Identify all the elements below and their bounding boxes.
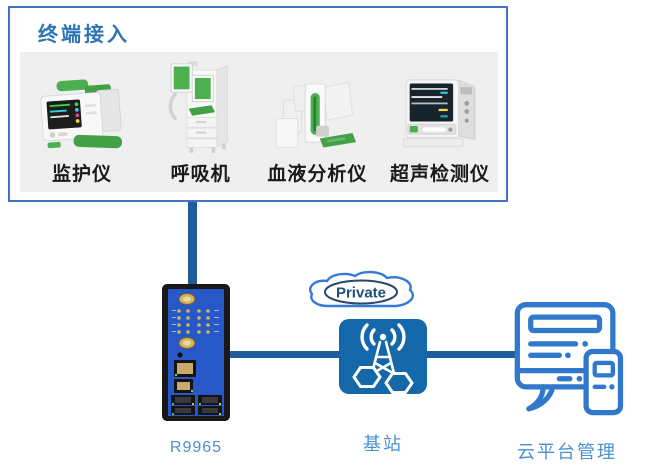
device-label: 监护仪	[51, 164, 112, 185]
device-item-patient-monitor: 监护仪	[30, 75, 134, 190]
connector-router-to-basestation	[229, 351, 339, 358]
cloud-platform-icon	[514, 302, 624, 416]
device-label: 呼吸机	[170, 164, 231, 185]
ultrasound-monitor-icon	[402, 79, 476, 148]
ventilator-icon	[168, 61, 228, 153]
connector-box-to-router	[188, 202, 197, 286]
device-label: 血液分析仪	[267, 164, 368, 185]
blood-analyzer-icon	[275, 81, 357, 148]
base-station-icon	[339, 319, 427, 394]
device-item-ultrasound: 超声检测仪	[390, 67, 490, 190]
connector-basestation-to-platform	[427, 351, 519, 358]
private-cloud-icon: Private	[309, 270, 415, 308]
private-cloud-label: Private	[336, 285, 386, 302]
device-panel: 监护仪	[20, 52, 498, 192]
patient-monitor-icon	[40, 79, 122, 149]
terminal-access-title: 终端接入	[38, 24, 130, 46]
device-item-blood-analyzer: 血液分析仪	[267, 69, 367, 190]
industrial-router-image	[162, 284, 230, 421]
cloud-platform-label: 云平台管理	[517, 442, 617, 462]
base-station-label: 基站	[363, 434, 403, 454]
device-label: 超声检测仪	[389, 164, 490, 185]
device-item-ventilator: 呼吸机	[157, 57, 245, 190]
terminal-access-box: 终端接入	[8, 6, 508, 202]
router-label: R9965	[169, 439, 223, 456]
radio-tower-icon	[352, 323, 414, 394]
